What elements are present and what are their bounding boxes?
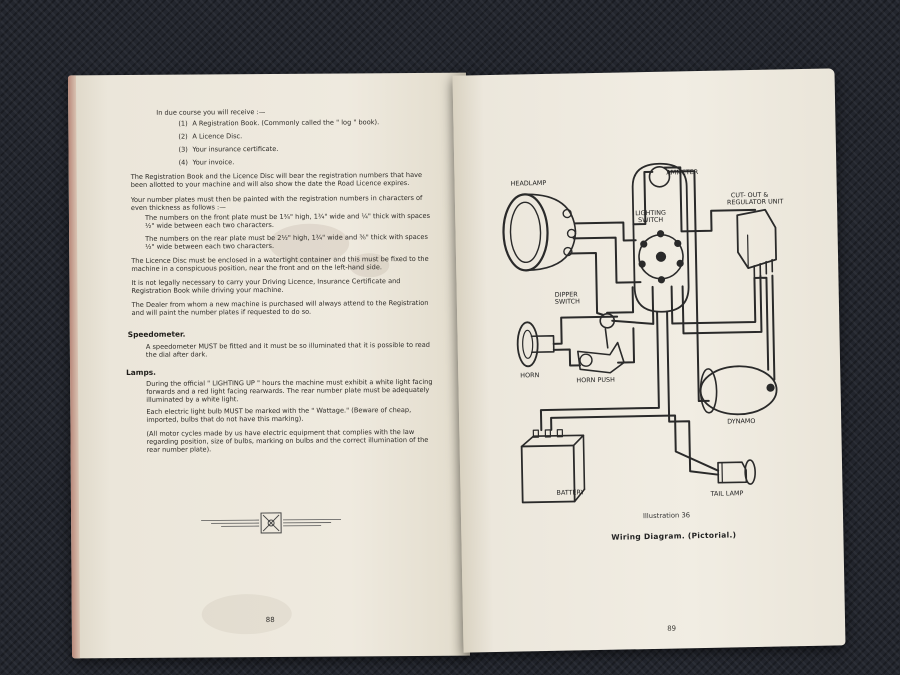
lamps-paragraph-2: Each electric light bulb MUST be marked … [146,406,412,425]
regulator-unit-icon [736,208,777,279]
wiring-harness [539,166,776,476]
registration-paragraph: The Registration Book and the Licence Di… [130,170,423,190]
lamps-paragraph-3: (All motor cycles made by us have electr… [146,427,429,455]
illustration-number: Illustration 36 [642,511,691,521]
list-item: (4)Your invoice. [178,158,235,167]
page-stain [201,593,292,635]
ammeter-label: AMMETER [666,168,699,177]
horn-push-label: HORN PUSH [576,375,615,385]
lamps-paragraph-1: During the official " LIGHTING UP " hour… [146,377,433,405]
lighting-switch-icon [631,162,690,313]
dealer-paragraph: The Dealer from whom a new machine is pu… [131,298,429,318]
list-item: (1)A Registration Book. (Commonly called… [178,118,380,128]
horn-icon [516,321,555,368]
front-plate-paragraph: The numbers on the front plate must be 1… [144,211,431,231]
licence-disc-paragraph: The Licence Disc must be enclosed in a w… [131,254,429,274]
right-page: HEADLAMP AMMETER LIGHTING SWITCH CUT- OU… [452,68,846,653]
speedometer-heading: Speedometer. [127,329,186,339]
headlamp-label: HEADLAMP [510,178,547,188]
ornament-divider [201,512,342,534]
list-item: (2)A Licence Disc. [178,132,243,141]
horn-push-icon [577,341,625,374]
rear-plate-paragraph: The numbers on the rear plate must be 2½… [145,232,428,252]
intro-text: In due course you will receive :— [156,108,266,117]
lamps-heading: Lamps. [126,367,156,377]
tail-lamp-label: TAIL LAMP [710,489,744,498]
speedometer-text: A speedometer MUST be fitted and it must… [145,340,430,360]
dipper-switch-label: DIPPER SWITCH [554,290,580,306]
battery-label: BATTERY [556,488,585,497]
carry-documents-paragraph: It is not legally necessary to carry you… [131,277,401,296]
left-page: In due course you will receive :— (1)A R… [67,72,471,659]
wiring-diagram [502,162,778,504]
list-item: (3)Your insurance certificate. [178,144,279,154]
tail-lamp-icon [717,459,756,485]
horn-label: HORN [520,371,540,380]
page-number: 88 [265,615,275,625]
page-number: 89 [667,624,677,633]
headlamp-icon [502,193,577,272]
lighting-switch-label: LIGHTING SWITCH [635,208,666,225]
dynamo-label: DYNAMO [727,416,756,426]
battery-icon [520,429,586,504]
regulator-unit-label: CUT- OUT & REGULATOR UNIT [726,190,784,207]
plates-paragraph: Your number plates must then be painted … [130,193,423,213]
dipper-switch-icon [599,312,616,349]
dynamo-icon [699,365,778,416]
